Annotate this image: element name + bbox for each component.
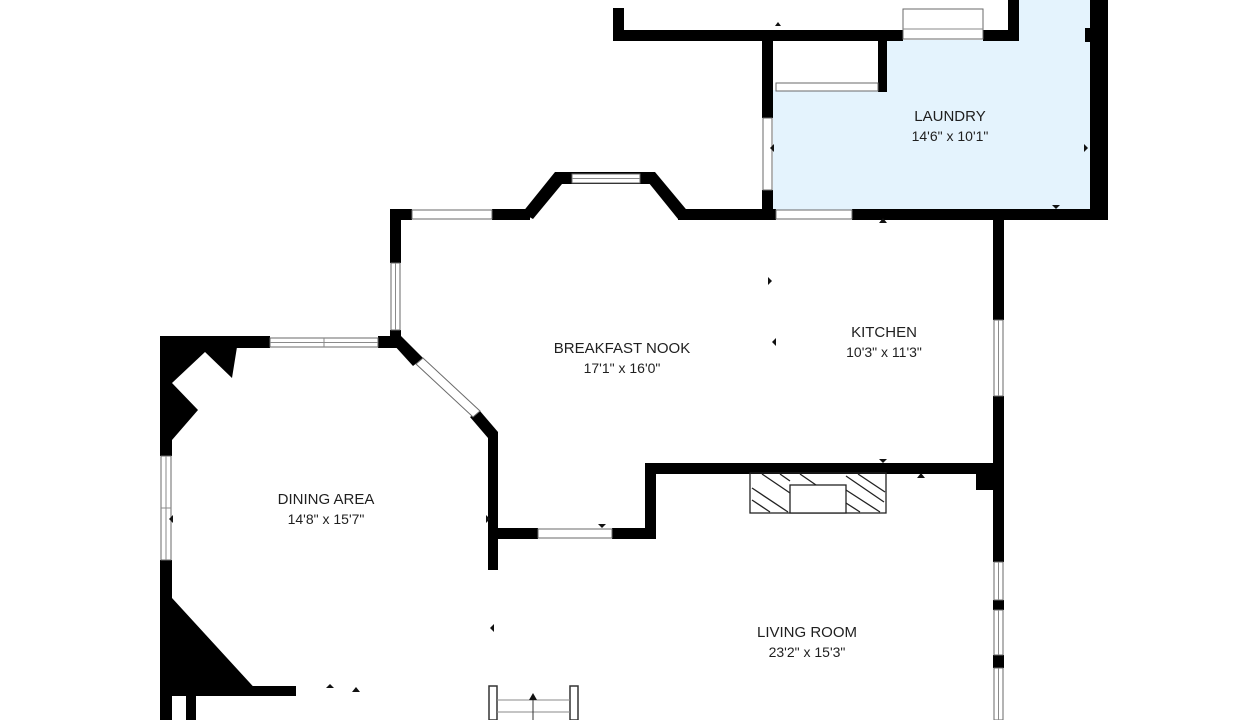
marker: [770, 144, 774, 152]
walls-living: [993, 474, 1004, 668]
marker: [490, 624, 494, 632]
laundry-south-door: [775, 209, 853, 220]
walls-upper: [613, 0, 1108, 220]
stair-direction-arrow: [529, 693, 537, 700]
wall-laundry-south: [852, 209, 1108, 220]
marker: [352, 687, 360, 692]
dining-area-label: DINING AREA: [278, 491, 375, 508]
wall-top-horizontal-right: [983, 30, 1019, 41]
living-room-label: LIVING ROOM: [757, 624, 857, 641]
laundry-floor: [773, 0, 1090, 210]
wall-nook-south-left: [496, 528, 538, 539]
hatch-line: [761, 473, 791, 494]
fireplace-firebox: [789, 484, 847, 514]
kitchen-dims: 10'3" x 11'3": [846, 344, 922, 360]
wall-living-east-b: [993, 600, 1004, 610]
wall-bottom-left-stub: [186, 694, 196, 720]
hatch-line: [751, 487, 789, 513]
living-room-dims: 23'2" x 15'3": [769, 644, 846, 660]
wall-nook-north-b: [678, 209, 773, 220]
wall-top-left-stub: [613, 8, 624, 40]
laundry-top-window: [902, 8, 984, 40]
wall-laundry-east-cap: [1085, 28, 1095, 42]
dining-area-dims: 14'8" x 15'7": [288, 511, 365, 527]
closet-shelf: [775, 82, 879, 92]
fireplace: [749, 472, 887, 514]
wall-nook-south-right: [612, 528, 656, 539]
marker: [772, 338, 776, 346]
hatch-line: [799, 473, 817, 486]
wall-closet-west: [762, 40, 773, 118]
stair-rail-right: [569, 685, 579, 720]
wall-top-horizontal: [613, 30, 903, 41]
wall-laundry-east: [1090, 0, 1108, 220]
breakfast-nook-dims: 17'1" x 16'0": [584, 360, 661, 376]
wall-nook-north-a: [492, 209, 530, 220]
dining-sw-built-in: [172, 598, 260, 694]
dining-ne-angle-window: [415, 357, 481, 418]
marker: [598, 524, 606, 528]
marker: [768, 277, 772, 285]
laundry-dims: 14'6" x 10'1": [912, 128, 989, 144]
wall-kitchen-east-lower: [993, 396, 1004, 476]
wall-bay-right: [640, 172, 690, 219]
laundry-label: LAUNDRY: [914, 108, 985, 125]
wall-living-east-a: [993, 474, 1004, 562]
marker: [917, 473, 925, 478]
marker: [1052, 205, 1060, 209]
marker: [326, 684, 334, 688]
dining-nw-built-in: [160, 336, 270, 440]
wall-dining-north: [160, 336, 270, 348]
direction-markers: [169, 22, 1088, 692]
marker: [775, 22, 781, 26]
nook-north-window: [411, 209, 493, 220]
staircase: [488, 685, 579, 720]
wall-top-right-stub: [1008, 0, 1019, 40]
hatch-line: [779, 473, 791, 482]
wall-kitchen-south: [645, 463, 1003, 474]
wall-kitchen-east-upper: [993, 218, 1004, 320]
hatch-line: [845, 475, 885, 503]
wall-laundry-west-lower: [762, 190, 773, 218]
hatch-line: [857, 473, 886, 493]
laundry-west-opening: [762, 117, 773, 191]
wall-dining-west-lower: [160, 560, 172, 720]
marker: [879, 218, 887, 223]
nook-south-opening: [537, 528, 613, 539]
wall-living-east-c: [993, 655, 1004, 668]
marker: [486, 515, 490, 523]
stair-rail-left: [488, 685, 498, 720]
kitchen-label: KITCHEN: [851, 324, 917, 341]
wall-dining-east: [488, 432, 498, 570]
marker: [1084, 144, 1088, 152]
wall-dining-west-upper: [160, 336, 172, 456]
hatch-line: [751, 499, 771, 513]
walls-dining: [160, 336, 498, 720]
wall-nook-west-upper: [390, 209, 401, 263]
wall-dining-e-angle: [470, 411, 498, 438]
hatch-line: [845, 502, 861, 513]
hatch-line: [845, 489, 881, 513]
wall-nook-south-step: [645, 463, 656, 538]
wall-closet-east: [878, 40, 887, 92]
marker: [879, 459, 887, 463]
wall-dining-south: [172, 686, 296, 696]
breakfast-nook-label: BREAKFAST NOOK: [554, 340, 690, 357]
wall-dining-ne-angle: [393, 336, 423, 366]
marker: [169, 515, 173, 523]
